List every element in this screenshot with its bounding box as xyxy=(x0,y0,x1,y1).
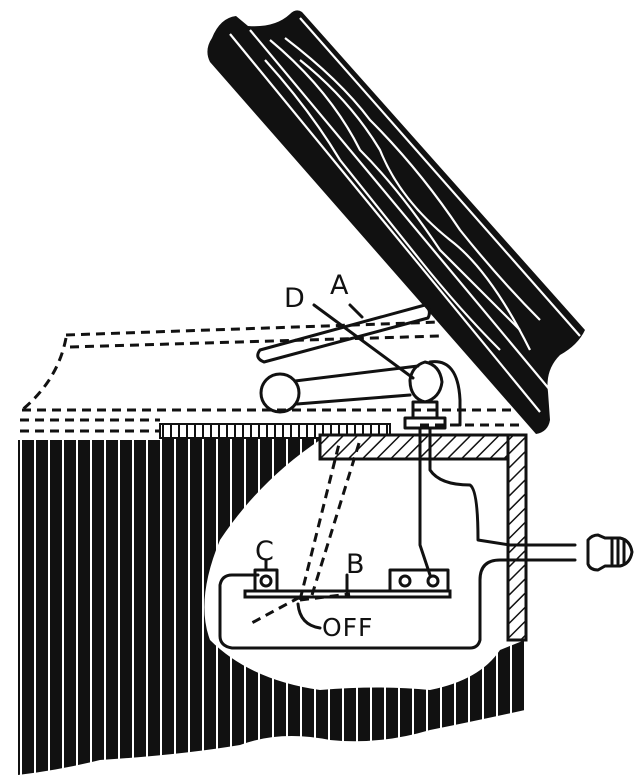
box-section xyxy=(318,433,528,642)
box-body xyxy=(18,423,525,775)
lid xyxy=(207,10,585,435)
labels: D A C B OFF xyxy=(255,270,373,642)
lamp-assembly xyxy=(259,360,462,430)
label-b: B xyxy=(346,549,365,580)
switch-assembly xyxy=(243,439,452,630)
terminal-c xyxy=(253,568,279,594)
lamp-bulb-d xyxy=(408,360,444,404)
label-d: D xyxy=(284,283,305,314)
label-c: C xyxy=(255,536,274,567)
label-a: A xyxy=(330,270,349,301)
lever-a xyxy=(256,303,431,364)
leader-lines xyxy=(312,303,415,380)
label-off: OFF xyxy=(322,613,373,642)
plug-icon xyxy=(586,533,634,572)
wiring xyxy=(218,426,577,650)
